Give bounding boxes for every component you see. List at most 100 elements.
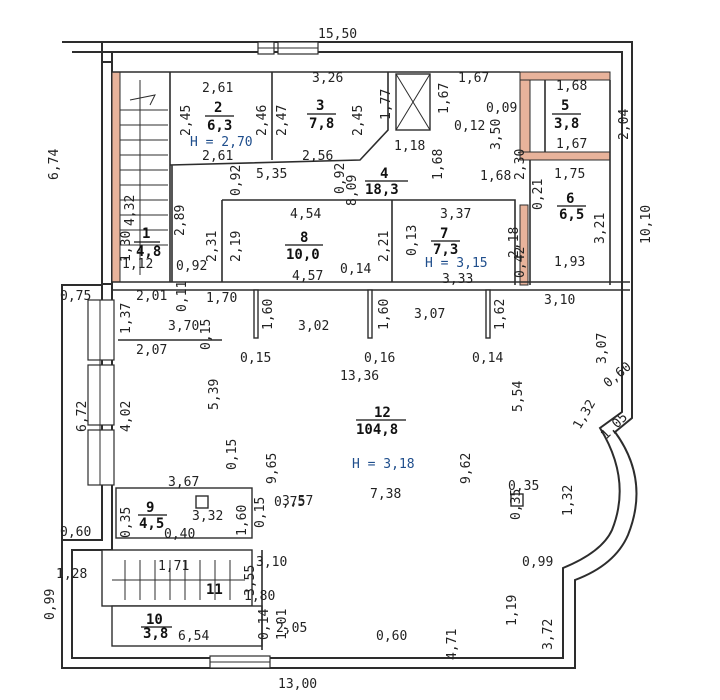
stub-wall-1 xyxy=(253,289,259,339)
svg-text:2,30: 2,30 xyxy=(513,149,528,180)
svg-text:2,61: 2,61 xyxy=(202,149,233,164)
room-area: 104,8 xyxy=(356,422,398,438)
svg-text:3,10: 3,10 xyxy=(256,555,287,570)
room-area: 4,5 xyxy=(139,516,164,532)
room-number: 11 xyxy=(206,582,223,598)
svg-text:0,14: 0,14 xyxy=(257,609,272,640)
window-left-2 xyxy=(87,364,115,426)
svg-text:1,68: 1,68 xyxy=(480,169,511,184)
svg-text:3,72: 3,72 xyxy=(541,619,556,650)
svg-text:0,16: 0,16 xyxy=(364,351,395,366)
svg-text:1,12: 1,12 xyxy=(122,257,153,272)
svg-text:3,37: 3,37 xyxy=(440,207,471,222)
svg-text:0,92: 0,92 xyxy=(176,259,207,274)
svg-text:4,02: 4,02 xyxy=(119,401,134,432)
svg-text:0,40: 0,40 xyxy=(164,527,195,542)
svg-text:5,35: 5,35 xyxy=(256,167,287,182)
room-height: H = 3,18 xyxy=(352,457,415,472)
svg-text:0,15: 0,15 xyxy=(253,497,268,528)
svg-text:0,92: 0,92 xyxy=(333,163,348,194)
svg-text:5,39: 5,39 xyxy=(207,379,222,410)
column-1 xyxy=(195,495,209,509)
room10-box xyxy=(111,605,263,647)
svg-text:2,47: 2,47 xyxy=(275,105,290,136)
svg-text:3,57: 3,57 xyxy=(282,494,313,509)
svg-text:1,60: 1,60 xyxy=(377,299,392,330)
svg-text:1,19: 1,19 xyxy=(505,595,520,626)
room-number: 7 xyxy=(440,226,448,242)
svg-text:4,71: 4,71 xyxy=(445,629,460,660)
svg-text:1,28: 1,28 xyxy=(56,567,87,582)
svg-text:10,10: 10,10 xyxy=(639,205,654,244)
room-area: 7,3 xyxy=(433,242,458,258)
svg-text:9,62: 9,62 xyxy=(459,453,474,484)
svg-text:3,26: 3,26 xyxy=(312,71,343,86)
window-left-3 xyxy=(87,429,115,486)
svg-text:1,70: 1,70 xyxy=(206,291,237,306)
svg-text:1,37: 1,37 xyxy=(119,303,134,334)
dimension-labels: 15,50 13,00 2,61 2,61 3,26 2,56 1,67 1,1… xyxy=(56,27,587,692)
window-left-1 xyxy=(87,299,115,361)
svg-text:1,68: 1,68 xyxy=(556,79,587,94)
svg-text:6,74: 6,74 xyxy=(47,149,62,180)
svg-text:15,50: 15,50 xyxy=(318,27,357,42)
svg-text:0,42: 0,42 xyxy=(513,247,528,278)
svg-text:3,55: 3,55 xyxy=(243,565,258,596)
svg-text:3,33: 3,33 xyxy=(442,272,473,287)
stair-wall xyxy=(101,61,113,285)
svg-text:0,21: 0,21 xyxy=(531,179,546,210)
room-area: 3,8 xyxy=(554,116,579,132)
svg-text:4,57: 4,57 xyxy=(292,269,323,284)
svg-text:2,89: 2,89 xyxy=(173,205,188,236)
svg-text:6,54: 6,54 xyxy=(178,629,209,644)
svg-text:0,60: 0,60 xyxy=(376,629,407,644)
hatch-room6-left xyxy=(519,204,529,286)
svg-text:0,15: 0,15 xyxy=(225,439,240,470)
svg-text:0,11: 0,11 xyxy=(175,281,190,312)
svg-text:1,60: 1,60 xyxy=(261,299,276,330)
svg-text:3,32: 3,32 xyxy=(192,509,223,524)
room-number: 6 xyxy=(566,191,574,207)
room-number: 3 xyxy=(316,98,324,114)
svg-text:0,35: 0,35 xyxy=(509,489,524,520)
svg-text:1,32: 1,32 xyxy=(561,485,576,516)
svg-text:2,61: 2,61 xyxy=(202,81,233,96)
dimension-labels-vertical: 6,74 10,10 2,45 2,46 2,47 2,45 1,77 1,67… xyxy=(43,83,654,660)
room-area: 18,3 xyxy=(365,182,399,198)
svg-text:2,19: 2,19 xyxy=(229,231,244,262)
svg-text:1,01: 1,01 xyxy=(275,609,290,640)
svg-text:0,13: 0,13 xyxy=(405,225,420,256)
svg-text:1,18: 1,18 xyxy=(394,139,425,154)
hatch-room5-top xyxy=(519,71,611,81)
svg-text:3,67: 3,67 xyxy=(168,475,199,490)
svg-text:0,14: 0,14 xyxy=(340,262,371,277)
room-number-underlines xyxy=(134,113,586,628)
svg-text:1,75: 1,75 xyxy=(554,167,585,182)
svg-text:2,04: 2,04 xyxy=(617,109,632,140)
svg-text:13,00: 13,00 xyxy=(278,677,317,692)
svg-text:2,01: 2,01 xyxy=(136,289,167,304)
svg-text:1,60: 1,60 xyxy=(235,505,250,536)
svg-text:2,46: 2,46 xyxy=(255,105,270,136)
room-number: 4 xyxy=(380,166,388,182)
room-number: 12 xyxy=(374,405,391,421)
svg-text:3,10: 3,10 xyxy=(544,293,575,308)
room-area: 6,3 xyxy=(207,118,232,134)
room-number: 1 xyxy=(142,226,150,242)
stub-wall-3 xyxy=(485,289,491,339)
svg-text:1,68: 1,68 xyxy=(431,149,446,180)
svg-text:2,56: 2,56 xyxy=(302,149,333,164)
svg-text:1,71: 1,71 xyxy=(158,559,189,574)
svg-text:1,67: 1,67 xyxy=(458,71,489,86)
room-area: 10,0 xyxy=(286,247,320,263)
room-number: 8 xyxy=(300,230,308,246)
svg-text:2,21: 2,21 xyxy=(377,231,392,262)
svg-text:0,14: 0,14 xyxy=(472,351,503,366)
svg-text:2,31: 2,31 xyxy=(205,231,220,262)
room-number: 10 xyxy=(146,612,163,628)
svg-text:0,35: 0,35 xyxy=(119,507,134,538)
room-number: 2 xyxy=(214,100,222,116)
svg-text:0,35: 0,35 xyxy=(508,479,539,494)
column-2 xyxy=(510,493,524,507)
svg-text:6,72: 6,72 xyxy=(75,401,90,432)
